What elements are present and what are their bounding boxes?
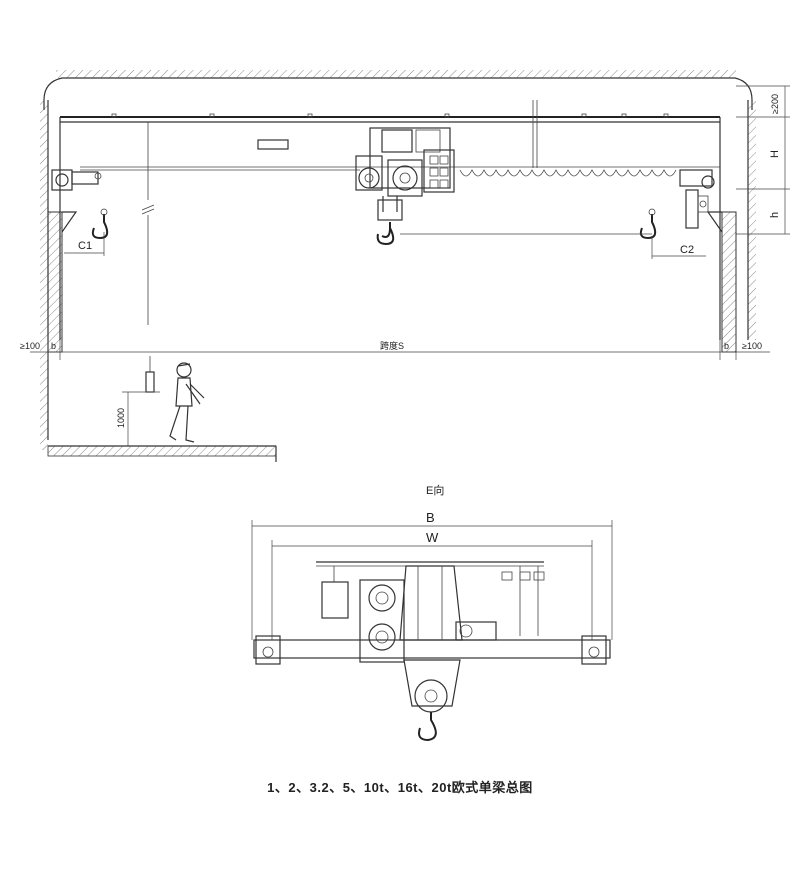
pendant-control [122,356,160,446]
label-c2: C2 [680,244,694,256]
label-height-H: H [769,150,781,158]
label-left-clearance: ≥100 [20,341,40,351]
hook-c1 [91,208,109,240]
label-b-right: b [724,341,729,351]
end-view [251,520,613,742]
dimensions [30,85,790,360]
right-end-carriage [679,169,715,229]
label-height-h: h [769,212,781,218]
label-c1: C1 [78,240,92,252]
drawing-labels: ≥200 H h C1 C2 ≥100 ≥100 b b 跨度S 1000 E向… [20,94,781,545]
label-span: 跨度S [380,340,404,351]
floor-platform [47,445,277,462]
hook-c2 [639,208,657,240]
label-right-clearance: ≥100 [742,341,762,351]
label-width-W: W [426,530,439,545]
name-plate [257,139,289,150]
figure-caption: 1、2、3.2、5、10t、16t、20t欧式单梁总图 [267,780,533,795]
label-end-view: E向 [426,483,444,497]
label-width-B: B [426,510,435,525]
building-outline [40,70,756,450]
operator-figure-icon [169,362,205,443]
front-elevation [30,70,790,462]
left-end-carriage [51,169,102,191]
label-top-clearance: ≥200 [770,94,780,114]
hoist-trolley [355,127,455,246]
label-b-left: b [51,341,56,351]
main-girder [59,100,721,340]
label-pendant-height: 1000 [116,408,126,428]
